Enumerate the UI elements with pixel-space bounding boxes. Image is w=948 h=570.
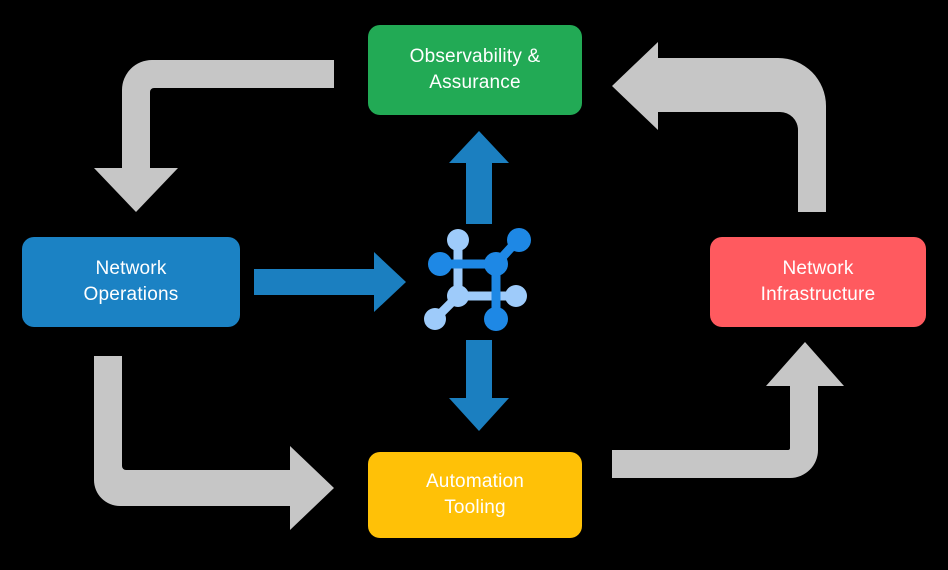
node-observability-label: Observability & Assurance [409, 46, 541, 93]
network-topology-icon [424, 228, 531, 331]
node-network-operations-label: Network Operations [83, 258, 179, 305]
node-automation-tooling-label: Automation Tooling [425, 471, 525, 518]
blue-arrow-center-to-automation [449, 340, 509, 431]
blue-arrow-center-to-observability [449, 131, 509, 224]
gray-arrow-netinfra-to-observability [612, 42, 826, 212]
node-observability-assurance[interactable]: Observability & Assurance [368, 25, 582, 115]
node-automation-tooling[interactable]: Automation Tooling [368, 452, 582, 538]
gray-arrow-netops-to-automation [94, 356, 334, 530]
topology-nodes-primary [428, 228, 531, 331]
node-network-operations[interactable]: Network Operations [22, 237, 240, 327]
gray-arrow-automation-to-netinfra [612, 342, 844, 478]
gray-arrow-observability-to-netops [94, 60, 334, 212]
node-network-infrastructure-label: Network Infrastructure [760, 258, 876, 305]
topology-nodes-secondary [424, 229, 527, 330]
blue-arrow-netops-to-center [254, 252, 406, 312]
node-network-infrastructure[interactable]: Network Infrastructure [710, 237, 926, 327]
